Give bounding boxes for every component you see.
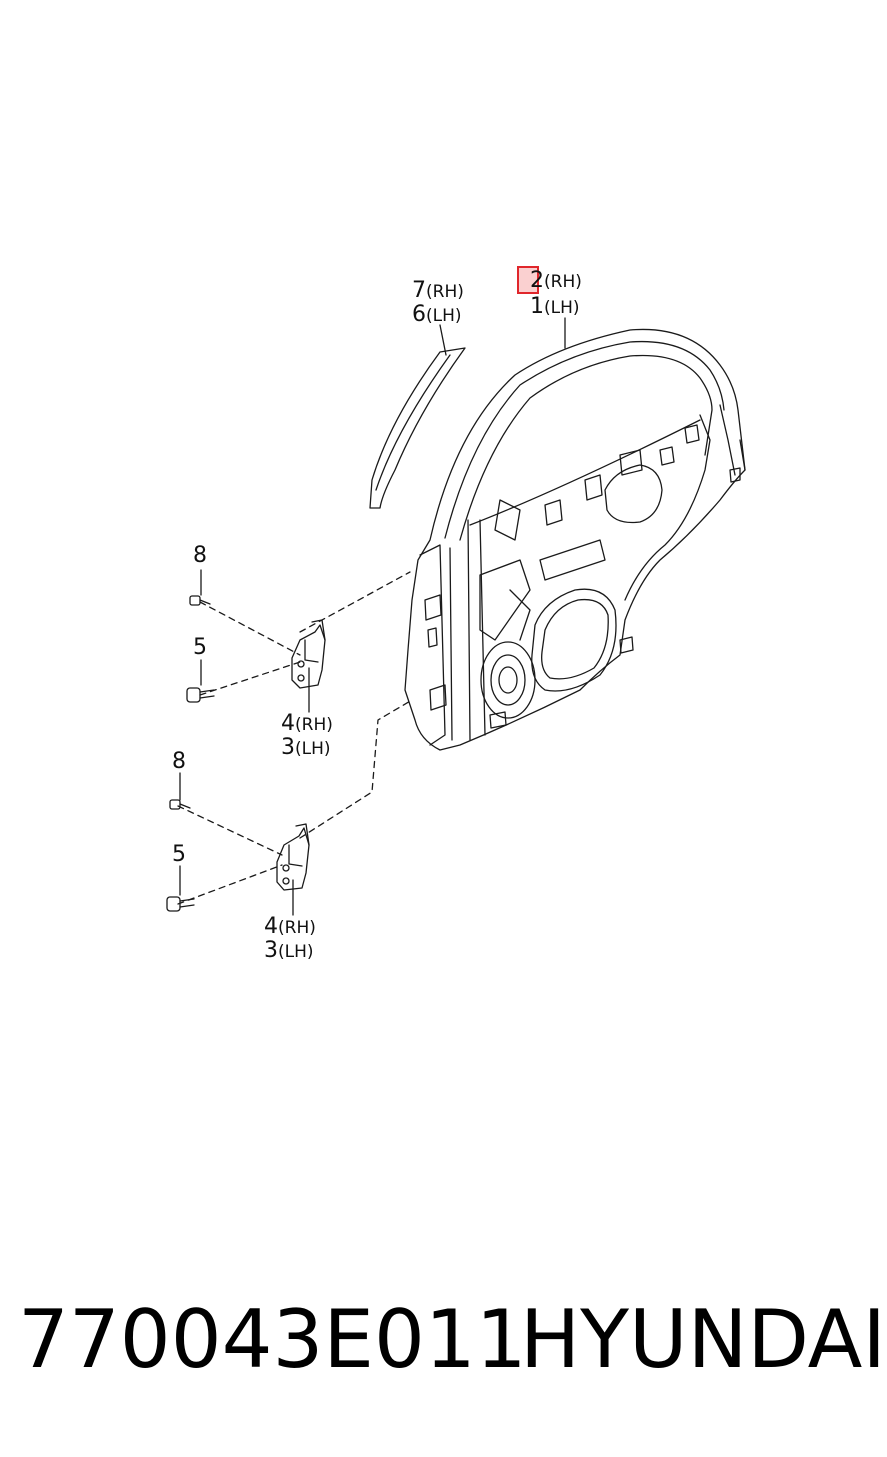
callout-number: 6 [412,302,426,327]
callout-number: 8 [172,749,186,774]
callout-number: 3 [281,735,295,760]
callout-number: 3 [264,938,278,963]
callout-number: 2 [530,268,544,293]
callout-upper-hinge-lh[interactable]: 3(LH) [281,737,331,759]
callout-upper-large-bolt[interactable]: 5 [193,637,207,659]
callout-number: 5 [193,635,207,660]
lower-hinge [276,823,310,891]
assembly-dashed-lines [177,571,413,905]
callout-side: (RH) [295,715,333,735]
callout-number: 8 [193,543,207,568]
callout-side: (LH) [544,298,580,318]
callout-number: 1 [530,294,544,319]
door-panel [404,328,746,751]
upper-large-bolt [186,687,215,703]
leader-lines [179,317,566,916]
callout-upper-small-bolt[interactable]: 8 [193,545,207,567]
callout-door-rh[interactable]: 2(RH) [530,270,582,292]
upper-small-bolt [189,595,211,606]
callout-number: 4 [281,711,295,736]
callout-lower-hinge-lh[interactable]: 3(LH) [264,940,314,962]
callout-upper-hinge-rh[interactable]: 4(RH) [281,713,333,735]
callout-side: (LH) [426,306,462,326]
callout-lower-small-bolt[interactable]: 8 [172,751,186,773]
door-glass-trim [369,347,466,509]
callout-lower-large-bolt[interactable]: 5 [172,844,186,866]
part-number: 770043E011 [18,1293,527,1386]
lower-large-bolt [166,896,195,912]
callout-side: (RH) [426,282,464,302]
callout-lower-hinge-rh[interactable]: 4(RH) [264,916,316,938]
callout-glass-lh[interactable]: 6(LH) [412,304,462,326]
callout-number: 5 [172,842,186,867]
callout-glass-rh[interactable]: 7(RH) [412,280,464,302]
callout-number: 7 [412,278,426,303]
callout-number: 4 [264,914,278,939]
lower-small-bolt [169,799,191,810]
brand-name: HYUNDAI [520,1293,886,1386]
callout-door-lh[interactable]: 1(LH) [530,296,580,318]
callout-side: (LH) [295,739,331,759]
highlight-box [517,266,539,294]
upper-hinge [291,619,326,689]
callout-side: (LH) [278,942,314,962]
callout-side: (RH) [544,272,582,292]
callout-side: (RH) [278,918,316,938]
